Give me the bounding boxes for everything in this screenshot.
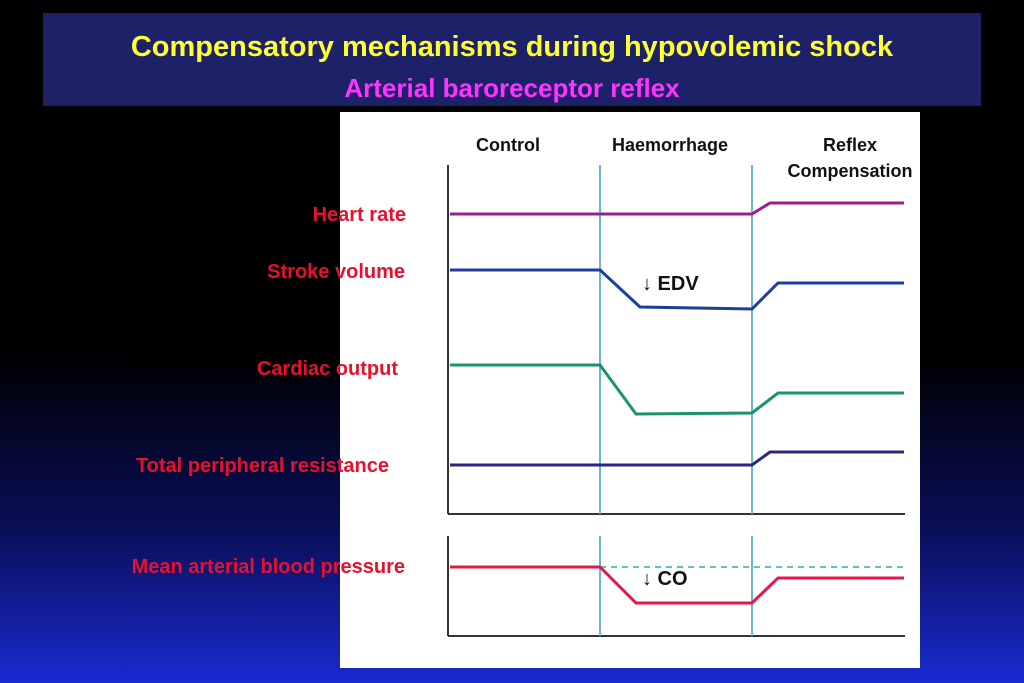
label-stroke-volume: Stroke volume: [267, 261, 405, 283]
map-trace: [450, 565, 904, 605]
column-label-reflex: Reflex Compensation: [778, 132, 922, 184]
slide-subtitle: Arterial baroreceptor reflex: [344, 73, 680, 103]
label-tpr: Total peripheral resistance: [135, 455, 389, 477]
column-label-haemorrhage: Haemorrhage: [611, 135, 729, 155]
label-heart-rate: Heart rate: [312, 204, 406, 226]
cardiac-output-trace: [450, 363, 904, 416]
column-label-reflex-line2: Compensation: [787, 161, 913, 181]
stroke-volume-trace: [450, 268, 904, 311]
title-banner: Compensatory mechanisms during hypovolem…: [43, 13, 981, 106]
slide-title: Compensatory mechanisms during hypovolem…: [130, 31, 894, 63]
heart-rate-trace: [450, 201, 904, 216]
column-label-control: Control: [476, 135, 540, 155]
label-cardiac-output: Cardiac output: [256, 358, 398, 380]
tpr-trace: [450, 450, 904, 467]
label-map: Mean arterial blood pressure: [131, 556, 405, 578]
annotation-edv: ↓ EDV: [642, 273, 699, 295]
column-label-reflex-line1: Reflex: [822, 135, 878, 155]
diagram-panel: [340, 112, 920, 668]
annotation-co: ↓ CO: [642, 568, 688, 590]
